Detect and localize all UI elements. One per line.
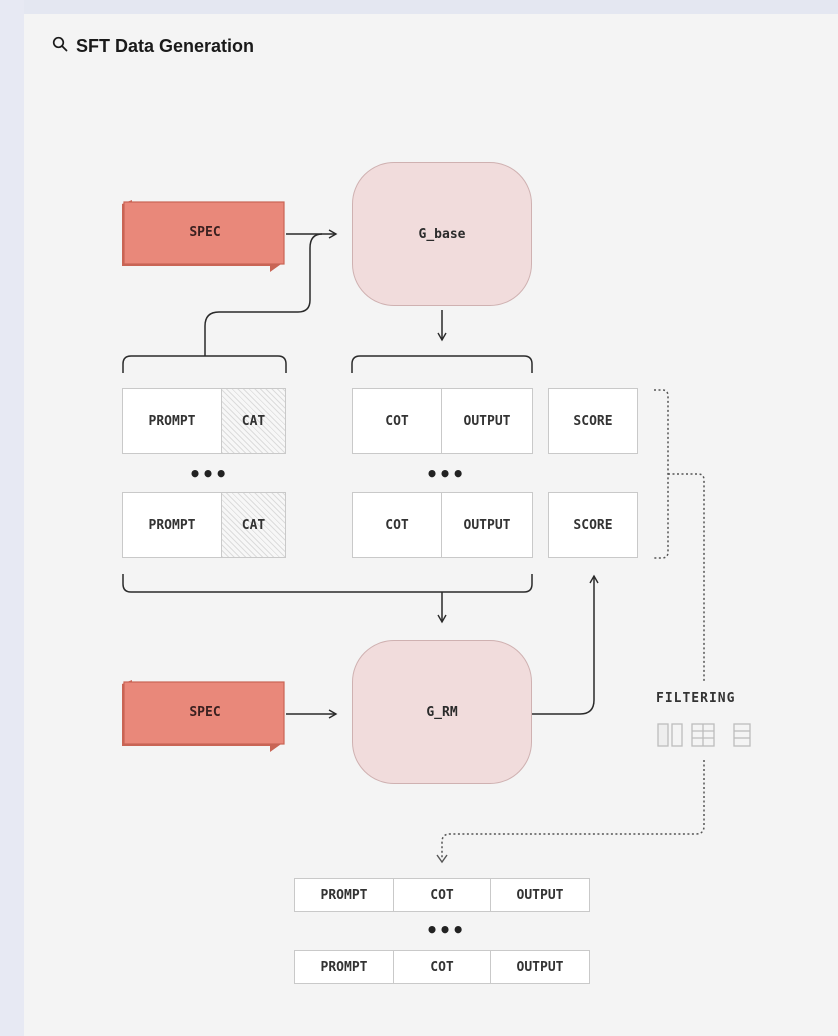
model-g-rm: G_RM: [352, 640, 532, 784]
cell-cat-label: CAT: [241, 413, 266, 429]
loop-inputs-to-gbase: [204, 233, 323, 356]
final-cell-prompt-label: PROMPT: [320, 887, 368, 903]
bracket-outputs-top: [351, 355, 533, 373]
dotted-brace-score: [654, 389, 669, 559]
cell-score: SCORE: [548, 388, 638, 454]
spec-bottom: SPEC: [120, 680, 290, 752]
spec-shape-icon: [122, 680, 285, 752]
top-strip: [0, 0, 838, 14]
spec-bottom-label: SPEC: [189, 704, 221, 720]
final-cell-output-label: OUTPUT: [516, 887, 564, 903]
ellipsis-outputs: •••: [426, 462, 466, 486]
cell-cot-label: COT: [385, 517, 409, 533]
cell-cat: CAT: [221, 388, 286, 454]
final-cell-output: OUTPUT: [490, 878, 590, 912]
cell-prompt-label: PROMPT: [148, 517, 196, 533]
final-cell-cot: COT: [393, 950, 491, 984]
final-cell-output: OUTPUT: [490, 950, 590, 984]
cell-prompt: PROMPT: [122, 492, 222, 558]
page-title-text: SFT Data Generation: [76, 36, 255, 56]
spec-top-label: SPEC: [189, 224, 221, 240]
final-cell-prompt-label: PROMPT: [320, 959, 368, 975]
dotted-to-final: [441, 760, 705, 858]
model-g-base: G_base: [352, 162, 532, 306]
cell-output: OUTPUT: [441, 388, 533, 454]
spec-top: SPEC: [120, 200, 290, 272]
cell-score-label: SCORE: [573, 413, 613, 429]
cell-cat: CAT: [221, 492, 286, 558]
dotted-to-filtering: [668, 473, 705, 682]
spec-shape-icon: [122, 200, 285, 272]
filtering-icons: [657, 723, 751, 747]
ellipsis-final: •••: [426, 918, 466, 942]
filtering-label: FILTERING: [656, 691, 736, 706]
cell-score: SCORE: [548, 492, 638, 558]
cell-score-label: SCORE: [573, 517, 613, 533]
bracket-rows-bottom: [122, 574, 533, 593]
ellipsis-inputs: •••: [189, 462, 229, 486]
cell-output-label: OUTPUT: [463, 517, 511, 533]
left-strip: [0, 0, 24, 1036]
arrow-grm-to-score: [532, 574, 599, 715]
cell-output-label: OUTPUT: [463, 413, 511, 429]
final-cell-prompt: PROMPT: [294, 950, 394, 984]
final-cell-prompt: PROMPT: [294, 878, 394, 912]
cell-prompt: PROMPT: [122, 388, 222, 454]
cell-prompt-label: PROMPT: [148, 413, 196, 429]
bracket-inputs-top: [122, 355, 287, 373]
cell-cot: COT: [352, 388, 442, 454]
model-g-base-label: G_base: [418, 226, 466, 242]
cell-cot-label: COT: [385, 413, 409, 429]
model-g-rm-label: G_RM: [426, 704, 458, 720]
cell-output: OUTPUT: [441, 492, 533, 558]
final-cell-cot-label: COT: [430, 959, 454, 975]
cell-cat-label: CAT: [241, 517, 266, 533]
cell-cot: COT: [352, 492, 442, 558]
page-title: SFT Data Generation: [52, 36, 254, 57]
dotted-arrowhead: [436, 854, 448, 864]
search-icon: [52, 36, 68, 57]
final-cell-output-label: OUTPUT: [516, 959, 564, 975]
final-cell-cot-label: COT: [430, 887, 454, 903]
final-cell-cot: COT: [393, 878, 491, 912]
